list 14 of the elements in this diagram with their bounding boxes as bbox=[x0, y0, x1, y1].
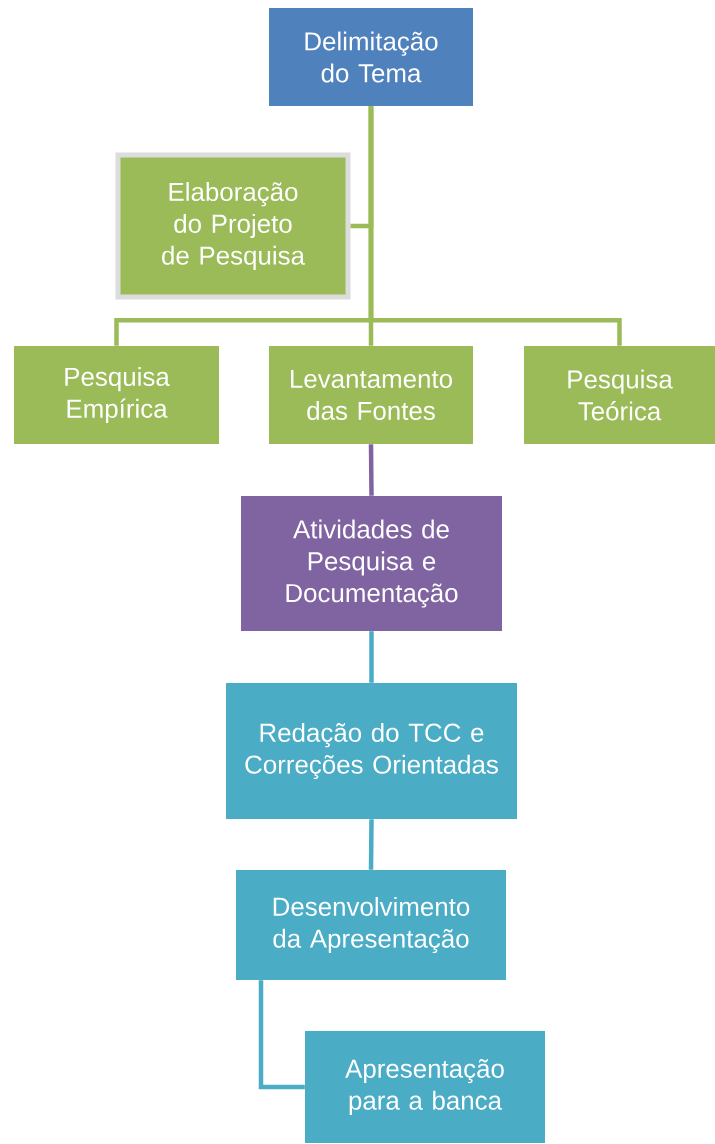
connector-line bbox=[369, 631, 374, 683]
process-box: Apresentação para a banca bbox=[305, 1031, 545, 1143]
connector-line bbox=[258, 980, 305, 1090]
process-box: Delimitação do Tema bbox=[269, 8, 473, 106]
process-box: Atividades de Pesquisa e Documentação bbox=[241, 496, 502, 631]
process-box: Desenvolvimento da Apresentação bbox=[236, 870, 506, 980]
process-box: Levantamento das Fontes bbox=[269, 346, 473, 444]
process-box: Elaboração do Projeto de Pesquisa bbox=[115, 152, 351, 300]
process-box: Redação do TCC e Correções Orientadas bbox=[226, 683, 517, 819]
process-box: Pesquisa Empírica bbox=[14, 346, 219, 444]
connector-line bbox=[368, 106, 622, 346]
connector-line bbox=[368, 819, 374, 870]
process-box: Pesquisa Teórica bbox=[524, 346, 715, 444]
connector-line bbox=[368, 444, 374, 496]
